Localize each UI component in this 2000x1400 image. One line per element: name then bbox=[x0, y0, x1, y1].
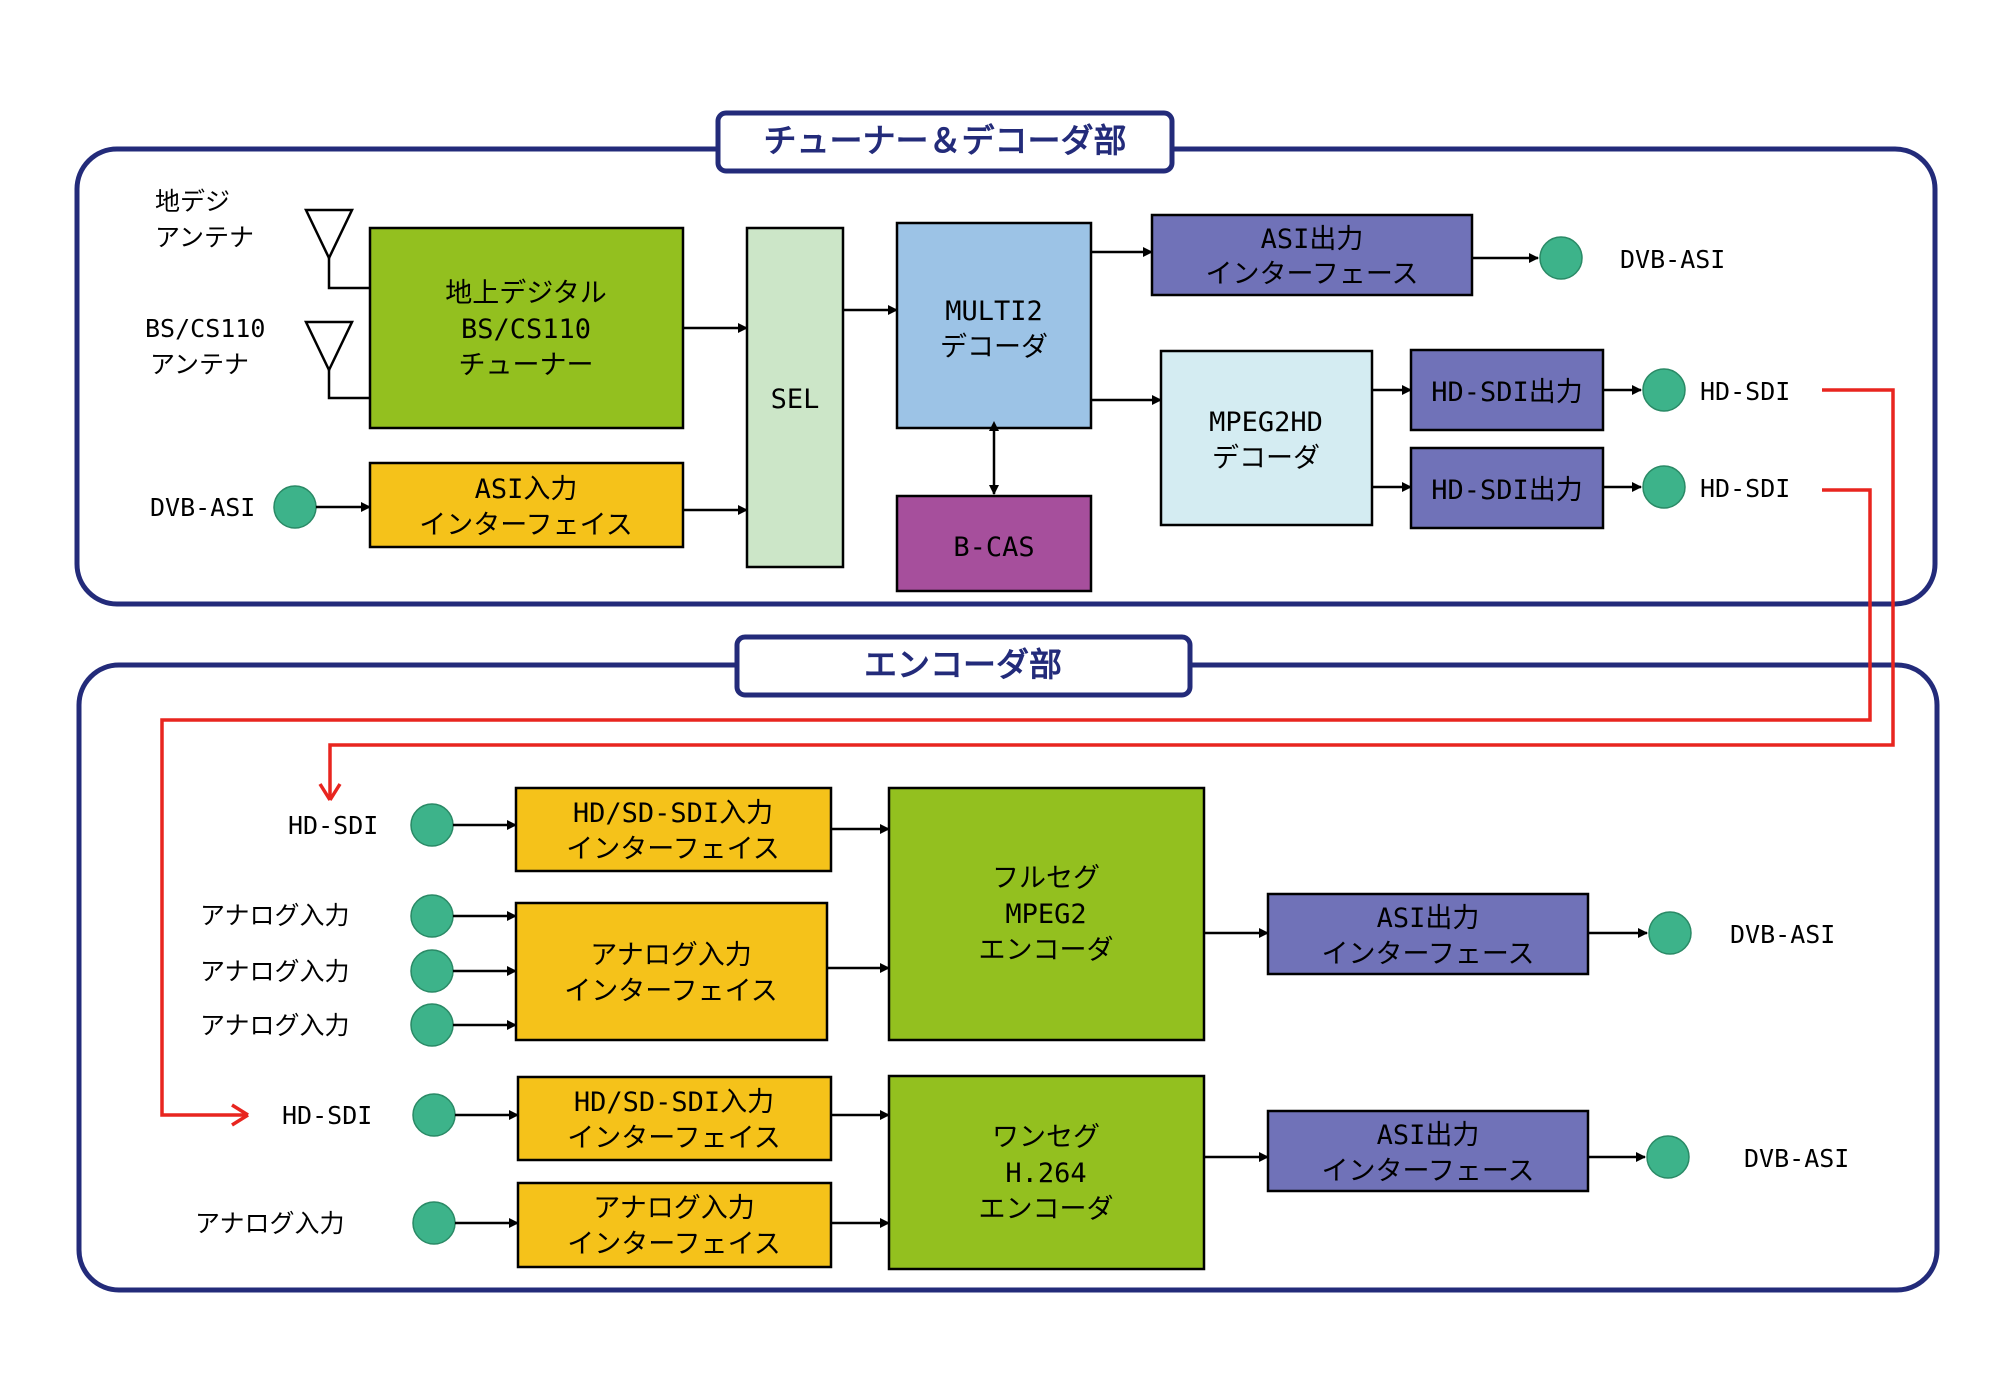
sdi-input-block-1-line-1: HD/SD-SDI入力 bbox=[573, 798, 773, 829]
sel-block-label: SEL bbox=[771, 384, 820, 415]
analog-block-1-line-1: アナログ入力 bbox=[590, 940, 751, 971]
sel-block bbox=[745, 226, 845, 569]
hdsdi-output-label-2: HD-SDI bbox=[1700, 474, 1790, 503]
analog-input-label-3: アナログ入力 bbox=[200, 1011, 350, 1040]
asi-output-enc-1-line-2: インターフェース bbox=[1321, 939, 1534, 970]
sdi-input-block-2-line-2: インターフェイス bbox=[567, 1123, 781, 1154]
encoder-title-box: エンコーダ部 bbox=[734, 634, 1193, 698]
hdsdi-input-label-1: HD-SDI bbox=[288, 811, 378, 840]
asi-output-enc-2-line-1: ASI出力 bbox=[1377, 1120, 1480, 1151]
asi-input-block-line-2: インターフェイス bbox=[419, 510, 633, 541]
analog-input-connector-1 bbox=[410, 894, 454, 938]
fullseg-encoder-block bbox=[887, 786, 1206, 1042]
encoder-title: エンコーダ部 bbox=[864, 645, 1062, 684]
asi-input-block-line-1: ASI入力 bbox=[475, 474, 578, 505]
antenna-bs-label-2: アンテナ bbox=[150, 350, 249, 379]
red-loop-wire bbox=[160, 388, 1895, 1127]
mpeg2hd-block-line-2: デコーダ bbox=[1212, 443, 1320, 474]
antenna-terrestrial-label-1: 地デジ bbox=[155, 187, 230, 216]
tuner-block-line-1: 地上デジタル bbox=[445, 278, 606, 309]
hdsdi-input-connector-2 bbox=[412, 1093, 456, 1137]
tuner-block bbox=[368, 226, 685, 430]
antenna-icon bbox=[304, 320, 370, 400]
antenna-terrestrial-label-2: アンテナ bbox=[155, 223, 254, 252]
tuner-decoder-title-box: チューナー＆デコーダ部 bbox=[715, 110, 1175, 174]
dvb-asi-output-connector bbox=[1539, 236, 1583, 280]
mpeg2hd-block-line-1: MPEG2HD bbox=[1209, 407, 1323, 438]
dvb-asi-output-label: DVB-ASI bbox=[1620, 245, 1725, 274]
dvb-asi-enc-connector-1 bbox=[1648, 911, 1692, 955]
analog-input-label-4: アナログ入力 bbox=[195, 1209, 345, 1238]
hdsdi-output-connector-1 bbox=[1642, 368, 1686, 412]
fullseg-block-line-1: フルセグ bbox=[992, 863, 1100, 894]
sdi-input-block-1-line-2: インターフェイス bbox=[566, 834, 780, 865]
dvb-asi-input-connector bbox=[273, 485, 317, 529]
multi2-block-line-1: MULTI2 bbox=[945, 296, 1043, 327]
asi-output-interface-block-enc-1 bbox=[1266, 892, 1590, 976]
multi2-block-line-2: デコーダ bbox=[940, 332, 1048, 363]
oneseg-block-line-2: H.264 bbox=[1005, 1158, 1086, 1189]
analog-block-2-line-1: アナログ入力 bbox=[593, 1193, 754, 1224]
analog-input-label-2: アナログ入力 bbox=[200, 957, 350, 986]
asi-output-block-line-1: ASI出力 bbox=[1261, 224, 1364, 255]
tuner-section-arrows bbox=[316, 247, 1642, 515]
bcas-block bbox=[895, 494, 1093, 593]
analog-input-interface-block-2 bbox=[516, 1181, 833, 1269]
analog-block-2-line-2: インターフェイス bbox=[567, 1229, 781, 1260]
hdsdi-input-connector-1 bbox=[410, 803, 454, 847]
tuner-block-line-2: BS/CS110 bbox=[461, 314, 591, 345]
sdi-input-interface-block-2 bbox=[516, 1075, 833, 1162]
asi-output-block-line-2: インターフェース bbox=[1205, 259, 1418, 290]
encoder-section-arrows bbox=[453, 820, 1648, 1228]
asi-output-enc-2-line-2: インターフェース bbox=[1321, 1156, 1534, 1187]
dvb-asi-input-label: DVB-ASI bbox=[150, 493, 255, 522]
dvb-asi-enc-label-2: DVB-ASI bbox=[1744, 1144, 1849, 1173]
multi2-decoder-block bbox=[895, 221, 1093, 430]
fullseg-block-line-3: エンコーダ bbox=[979, 935, 1114, 966]
analog-input-connector-3 bbox=[410, 1003, 454, 1047]
analog-block-1-line-2: インターフェイス bbox=[564, 976, 778, 1007]
oneseg-block-line-1: ワンセグ bbox=[992, 1122, 1100, 1153]
asi-output-interface-block-enc-2 bbox=[1266, 1109, 1590, 1193]
hdsdi-input-label-2: HD-SDI bbox=[282, 1101, 372, 1130]
hdsdi-output-connector-2 bbox=[1642, 465, 1686, 509]
tuner-block-line-3: チューナー bbox=[459, 350, 594, 381]
analog-input-label-1: アナログ入力 bbox=[200, 901, 350, 930]
fullseg-block-line-2: MPEG2 bbox=[1005, 899, 1086, 930]
dvb-asi-enc-label-1: DVB-ASI bbox=[1730, 920, 1835, 949]
tuner-decoder-title: チューナー＆デコーダ部 bbox=[764, 121, 1127, 160]
asi-output-enc-1-line-1: ASI出力 bbox=[1377, 903, 1480, 934]
analog-input-connector-4 bbox=[412, 1201, 456, 1245]
dvb-asi-enc-connector-2 bbox=[1646, 1135, 1690, 1179]
hdsdi-output-block-2 bbox=[1409, 446, 1605, 530]
analog-input-interface-block-1 bbox=[514, 901, 829, 1042]
antenna-icon bbox=[304, 208, 370, 290]
oneseg-encoder-block bbox=[887, 1074, 1206, 1271]
mpeg2hd-decoder-block bbox=[1159, 349, 1374, 527]
bcas-block-label: B-CAS bbox=[953, 532, 1034, 563]
hdsdi-output-label-1: HD-SDI bbox=[1700, 377, 1790, 406]
sdi-input-block-2-line-1: HD/SD-SDI入力 bbox=[574, 1087, 774, 1118]
hdsdi-output-block-2-label: HD-SDI出力 bbox=[1431, 475, 1583, 506]
hdsdi-output-block-1-label: HD-SDI出力 bbox=[1431, 377, 1583, 408]
antenna-bs-label-1: BS/CS110 bbox=[145, 314, 265, 343]
asi-input-interface-block bbox=[368, 461, 685, 549]
analog-input-connector-2 bbox=[410, 949, 454, 993]
oneseg-block-line-3: エンコーダ bbox=[979, 1194, 1114, 1225]
